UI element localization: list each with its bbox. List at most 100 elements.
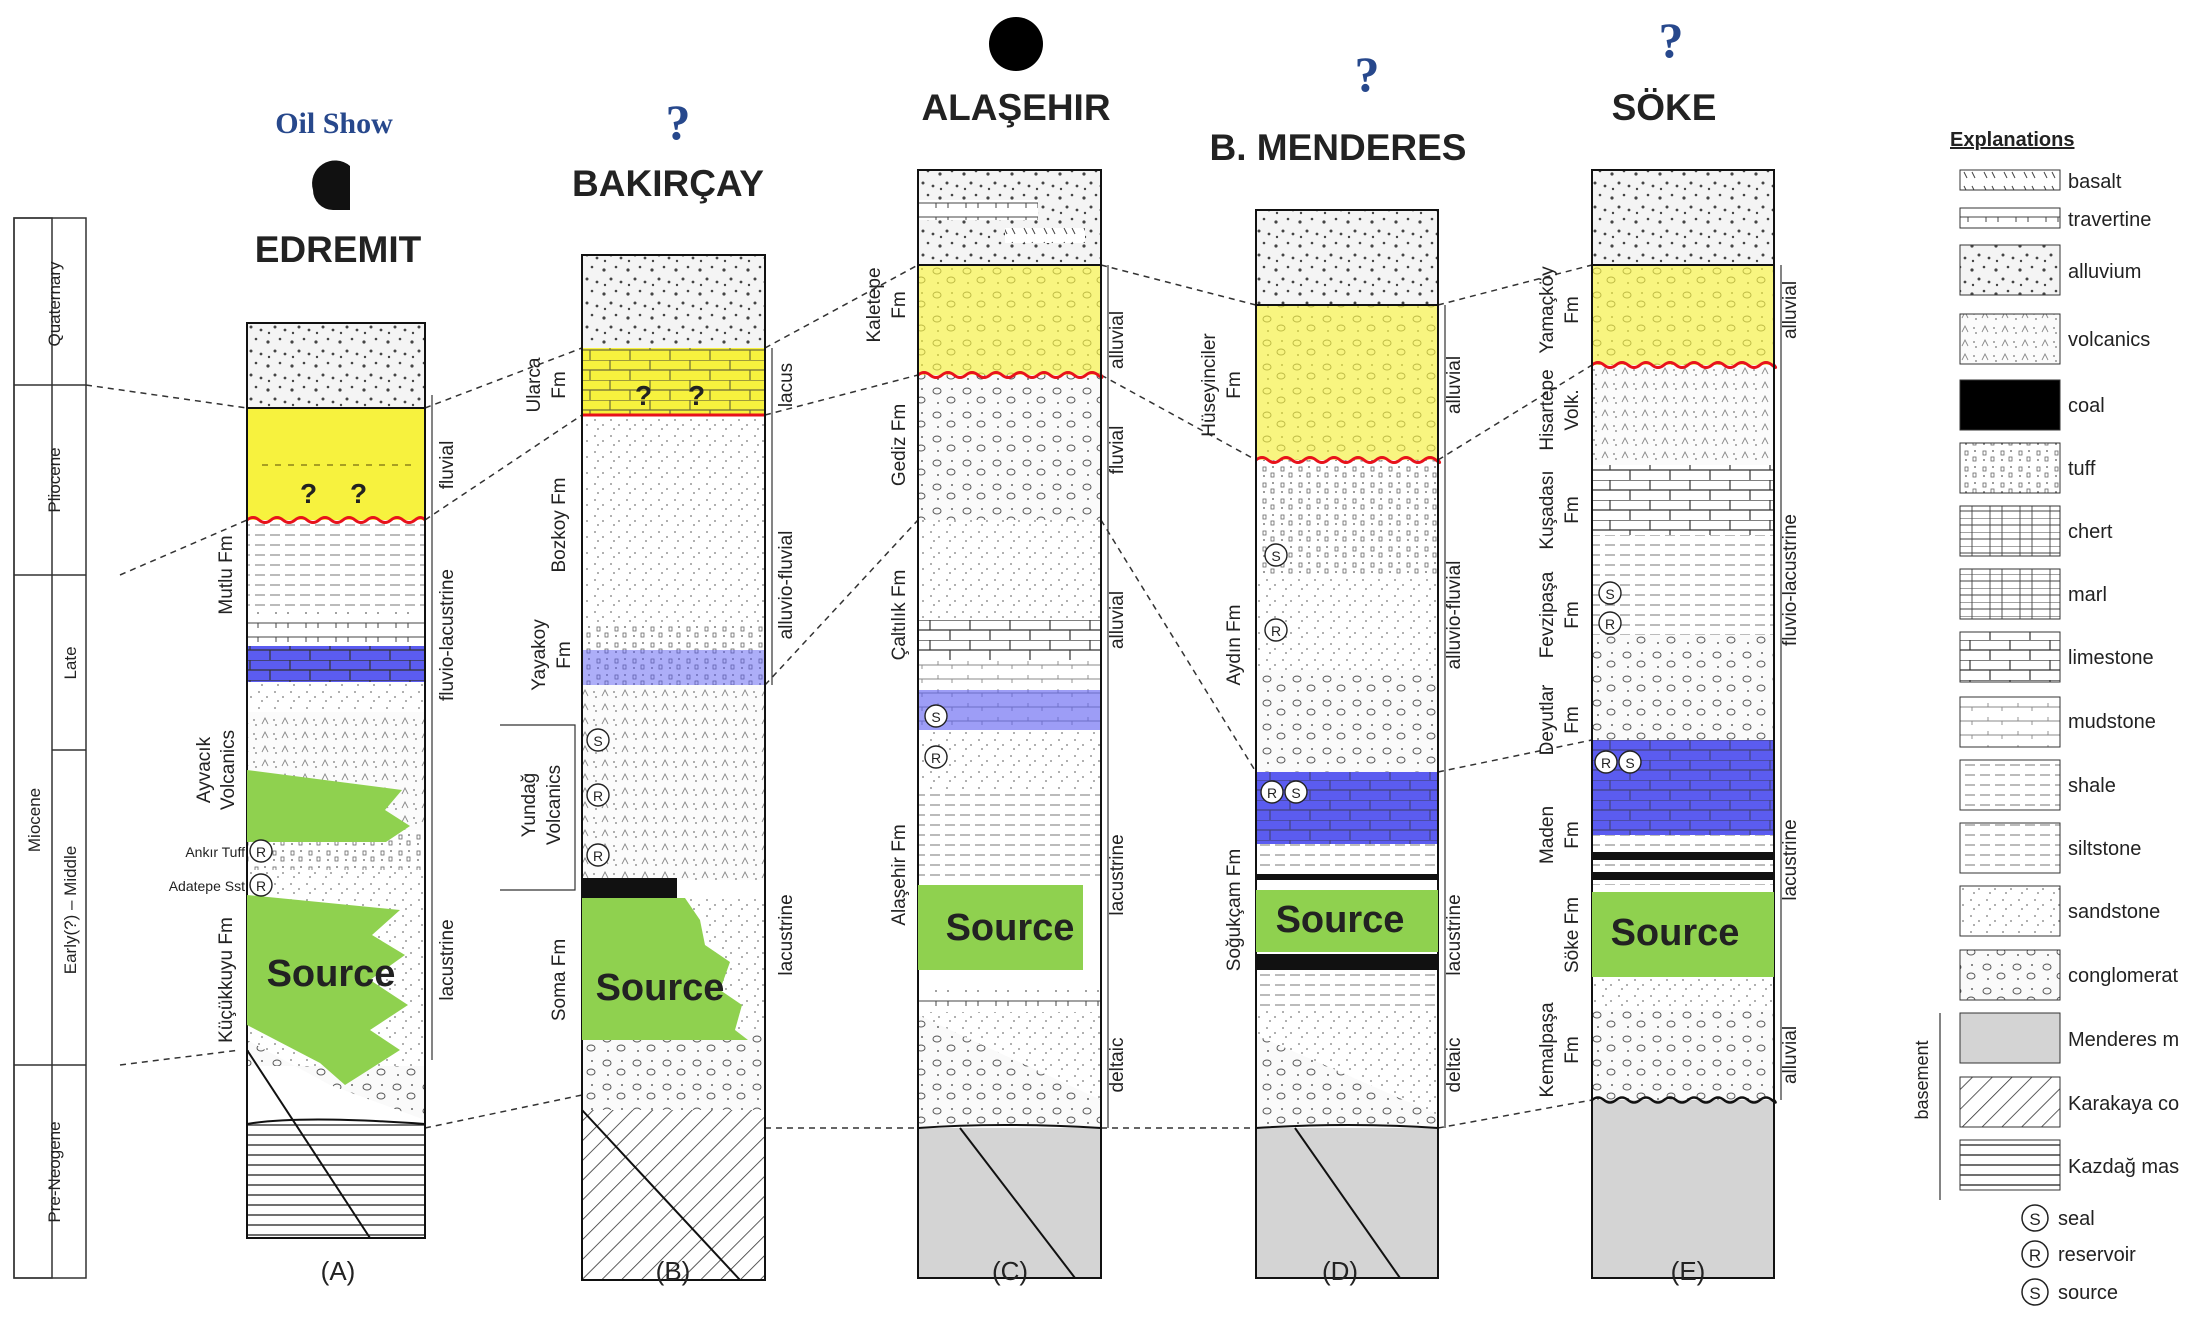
- legend-reservoir-symbol: [2021, 1240, 2049, 1268]
- column-d-label: (D): [1322, 1256, 1358, 1286]
- legend-title: Explanations: [1950, 129, 2074, 151]
- time-scale: Quaternary Pliocene Miocene Late Early(?…: [13, 217, 87, 1279]
- fm-volcanics: Volcanics: [218, 730, 239, 810]
- column-e-title: SÖKE: [1612, 87, 1717, 128]
- legend-basalt: basalt: [2068, 171, 2122, 193]
- legend-reservoir-letter: R: [2029, 1246, 2041, 1265]
- source-label-b: Source: [596, 967, 725, 1009]
- seal-symbol-d: [1264, 543, 1288, 567]
- legend-menderes: Menderes m: [2068, 1029, 2179, 1051]
- env-lacustrine-a: lacustrine: [437, 919, 458, 1000]
- legend-mudstone: mudstone: [2068, 711, 2156, 733]
- reservoir-letter: R: [256, 844, 266, 860]
- reservoir-letter: R: [1605, 616, 1615, 632]
- alasehir-oil-field-icon: [989, 17, 1043, 71]
- fm-aydin: Aydın Fm: [1224, 605, 1245, 686]
- oil-show-drop-icon: [312, 160, 350, 210]
- fm-caltilik: Çaltılık Fm: [889, 570, 910, 661]
- fm-kusadasi-2: Fm: [1562, 496, 1583, 523]
- column-a-title: EDREMIT: [255, 229, 422, 270]
- source-label-a: Source: [267, 953, 396, 995]
- late-label: Late: [61, 646, 80, 679]
- source-label-c: Source: [946, 907, 1075, 949]
- env-alluvial-c2: alluvial: [1107, 591, 1128, 649]
- source-shape-c: [918, 885, 1083, 970]
- column-c: Source S R Kaletepe Fm Gediz Fm Çaltılık…: [864, 169, 1128, 1286]
- seal-letter: S: [1625, 755, 1634, 771]
- env-fluvial-c: fluvial: [1107, 426, 1128, 475]
- fm-yundag-1: Yundağ: [519, 773, 540, 837]
- fm-maden-1: Maden: [1537, 806, 1558, 864]
- fm-gediz: Gediz Fm: [889, 404, 910, 486]
- column-b: ? ? Source S R R Ularca Fm Bozkoy Fm Yay…: [500, 254, 797, 1286]
- legend-source-symbol: [2021, 1278, 2049, 1306]
- fm-huseyinciler-1: Hüseyinciler: [1199, 333, 1220, 437]
- legend-alluvium: alluvium: [2068, 261, 2141, 283]
- fm-maden-2: Fm: [1562, 821, 1583, 848]
- legend-sandstone: sandstone: [2068, 901, 2160, 923]
- fm-kaletepe-1: Kaletepe: [864, 267, 885, 342]
- env-deltaic-d: deltaic: [1444, 1038, 1465, 1093]
- fm-ularca-2: Fm: [549, 371, 570, 398]
- env-fluvio-lacustrine-a: fluvio-lacustrine: [437, 569, 458, 701]
- reservoir-symbol-a1: [249, 839, 273, 863]
- source-shape-upper: [247, 770, 410, 842]
- column-c-label: (C): [992, 1256, 1028, 1286]
- legend-conglomerate: conglomerat: [2068, 965, 2179, 987]
- reservoir-symbol-e: [1598, 611, 1622, 635]
- legend-siltstone: siltstone: [2068, 838, 2141, 860]
- legend-limestone: limestone: [2068, 647, 2154, 669]
- reservoir-symbol-b1: [586, 783, 610, 807]
- oil-show-label: Oil Show: [275, 107, 393, 140]
- source-shape-b: [582, 898, 748, 1040]
- column-a-label: (A): [321, 1256, 356, 1286]
- legend-shale: shale: [2068, 775, 2116, 797]
- env-lacustrine-c: lacustrine: [1107, 834, 1128, 915]
- fm-yamackoy-1: Yamaçköy: [1537, 266, 1558, 354]
- fm-hisartepe-1: Hisartepe: [1537, 369, 1558, 450]
- fm-mutlu: Mutlu Fm: [216, 535, 237, 614]
- legend-source-letter: S: [2029, 1284, 2040, 1303]
- legend-seal-symbol: [2021, 1204, 2049, 1232]
- reservoir-letter: R: [1601, 755, 1611, 771]
- fm-ularca-1: Ularca: [524, 357, 545, 412]
- reservoir-symbol-b2: [586, 843, 610, 867]
- seal-letter: S: [1291, 785, 1300, 801]
- env-lacus-b: lacus: [776, 363, 797, 407]
- seal-symbol-e: [1598, 581, 1622, 605]
- env-alluvio-fluvial-d: alluvio-fluvial: [1444, 561, 1465, 670]
- env-lacustrine-e: lacustrine: [1780, 819, 1801, 900]
- legend-tuff: tuff: [2068, 458, 2096, 480]
- source-shape-e: [1592, 892, 1774, 977]
- env-lacustrine-d: lacustrine: [1444, 894, 1465, 975]
- source-shape-lower: [247, 895, 408, 1085]
- reservoir-symbol-d: [1264, 618, 1288, 642]
- env-alluvial-e2: alluvial: [1780, 1026, 1801, 1084]
- fm-soke: Söke Fm: [1562, 897, 1583, 973]
- fm-fevzipasa-1: Fevzipaşa: [1537, 571, 1558, 658]
- legend-basement: basement: [1912, 1040, 1932, 1119]
- column-d-title: B. MENDERES: [1210, 127, 1467, 168]
- fm-bozkoy: Bozkoy Fm: [549, 477, 570, 572]
- env-fluvio-lacustrine-e: fluvio-lacustrine: [1780, 514, 1801, 646]
- legend-karakaya: Karakaya co: [2068, 1093, 2179, 1115]
- env-lacustrine-b: lacustrine: [776, 894, 797, 975]
- legend-source: source: [2058, 1282, 2118, 1304]
- reservoir-symbol-e2: [1594, 750, 1618, 774]
- pre-neogene-label: Pre-Neogene: [45, 1121, 64, 1222]
- reservoir-letter: R: [593, 848, 603, 864]
- menderes-question-mark: ?: [1355, 46, 1380, 102]
- soke-question-mark: ?: [1659, 12, 1684, 68]
- fm-ayvacik: Ayvacık: [194, 736, 215, 803]
- fm-yamackoy-2: Fm: [1562, 296, 1583, 323]
- fm-yundag-2: Volcanics: [544, 765, 565, 845]
- pliocene-label: Pliocene: [45, 447, 64, 512]
- seal-letter: S: [931, 709, 940, 725]
- seal-letter: S: [593, 733, 602, 749]
- fm-fevzipasa-2: Fm: [1562, 601, 1583, 628]
- question-mark-b2: ?: [688, 380, 705, 411]
- fm-alasehir: Alaşehir Fm: [889, 824, 910, 925]
- env-alluvio-fluvial-b: alluvio-fluvial: [776, 531, 797, 640]
- bakircay-question-mark: ?: [666, 94, 691, 150]
- seal-symbol-d2: [1284, 780, 1308, 804]
